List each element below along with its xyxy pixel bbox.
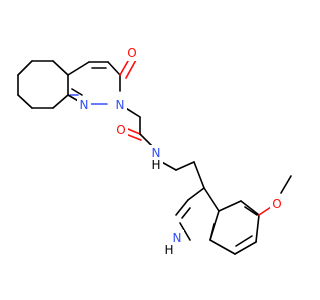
bond xyxy=(244,206,258,216)
atom-oxygen-label: O xyxy=(272,197,281,211)
atom-nitrogen-label: N xyxy=(80,98,89,112)
bond xyxy=(234,241,257,255)
bond xyxy=(67,61,90,76)
bond xyxy=(107,61,121,76)
bond xyxy=(255,214,260,243)
bond xyxy=(52,94,69,109)
atom-hydrogen-label: H xyxy=(164,243,173,257)
bond xyxy=(209,223,215,241)
bond xyxy=(209,239,236,255)
bond xyxy=(52,60,69,76)
bond xyxy=(203,187,220,212)
bond xyxy=(240,200,260,216)
bond xyxy=(280,175,292,194)
atom-hydrogen-label: H xyxy=(151,158,160,172)
bond xyxy=(175,161,195,171)
atom-nitrogen-label: N xyxy=(152,146,161,160)
bond xyxy=(187,187,205,201)
atom-nitrogen-label: N xyxy=(116,98,125,112)
atom-labels: O N N O N H O N H xyxy=(77,45,284,258)
bond xyxy=(193,161,205,189)
bond xyxy=(71,88,83,96)
atom-nitrogen-label: N xyxy=(173,231,182,245)
bond xyxy=(179,222,191,241)
atom-oxygen-label: O xyxy=(127,46,136,60)
bond xyxy=(17,94,33,109)
bond xyxy=(17,60,33,76)
bond xyxy=(218,200,242,212)
molecule-structure: O N N O N H O N H xyxy=(17,45,292,258)
bond xyxy=(235,235,253,247)
bond xyxy=(175,199,189,216)
bond xyxy=(125,59,137,79)
bond xyxy=(139,133,153,147)
atom-oxygen-label: O xyxy=(116,123,125,137)
bond xyxy=(181,207,191,219)
